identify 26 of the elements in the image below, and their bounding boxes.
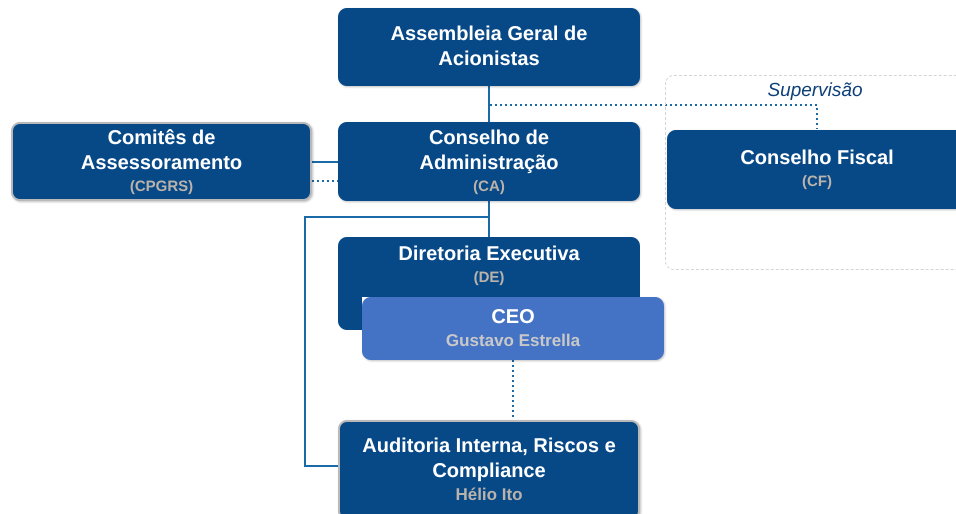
box-subtitle: (CF) bbox=[802, 172, 832, 192]
connector-line bbox=[488, 86, 490, 122]
org-box bbox=[338, 420, 640, 514]
org-box bbox=[362, 297, 664, 360]
box-title: CEO bbox=[491, 305, 535, 330]
box-title: Assembleia Geral de Acionistas bbox=[390, 22, 588, 72]
group-frame bbox=[665, 75, 956, 270]
box-title: Conselho Fiscal bbox=[740, 146, 894, 171]
connector-line bbox=[312, 180, 338, 182]
org-box bbox=[338, 8, 640, 86]
box-title: Comitês de Assessoramento bbox=[80, 126, 244, 176]
box-subtitle: (CPGRS) bbox=[130, 176, 194, 196]
group-heading: Supervisão bbox=[766, 80, 864, 102]
connector-line bbox=[512, 360, 514, 420]
org-box bbox=[667, 130, 956, 209]
connector-line bbox=[312, 161, 338, 163]
box-subtitle: (DE) bbox=[474, 268, 504, 288]
box-title: Diretoria Executiva bbox=[398, 242, 580, 267]
connector-line bbox=[488, 86, 818, 129]
org-box bbox=[11, 122, 312, 201]
box-subtitle: (CA) bbox=[473, 176, 505, 196]
box-subtitle: Gustavo Estrella bbox=[446, 330, 580, 352]
box-title: Auditoria Interna, Riscos e Compliance bbox=[361, 434, 617, 484]
box-subtitle: Hélio Ito bbox=[455, 484, 523, 506]
box-title: Conselho de Administração bbox=[418, 126, 560, 176]
org-box bbox=[338, 122, 640, 201]
